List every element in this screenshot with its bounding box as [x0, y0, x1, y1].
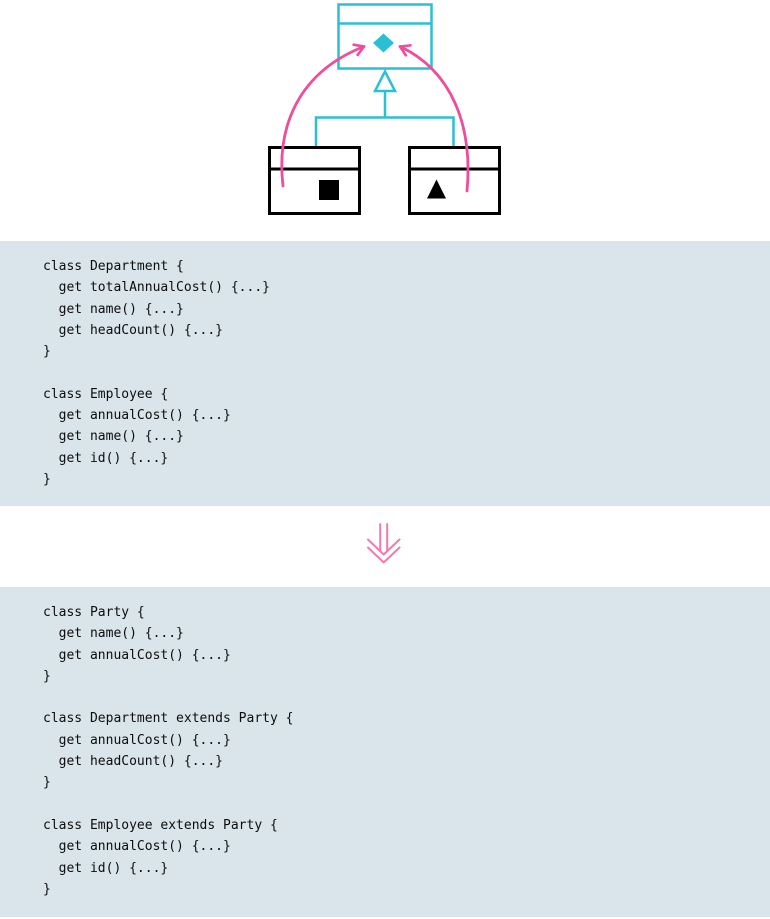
- left-subclass-box-frame: [268, 146, 361, 215]
- code-after: class Party { get name() {...} get annua…: [43, 605, 294, 897]
- code-after-panel: class Party { get name() {...} get annua…: [0, 587, 770, 917]
- inheritance-triangle-icon: [372, 68, 398, 93]
- superclass-box: [337, 3, 433, 70]
- right-subclass-box-frame: [408, 146, 501, 215]
- square-icon: [319, 180, 339, 200]
- triangle-icon: [427, 179, 446, 199]
- double-down-arrow-icon: [367, 523, 401, 564]
- code-before: class Department { get totalAnnualCost()…: [43, 259, 270, 487]
- arrow-chevron-lower: [367, 546, 401, 564]
- inheritance-connector: [314, 68, 455, 147]
- class-diagram: [268, 3, 501, 215]
- left-subclass-box: [268, 146, 361, 215]
- arrow-chevron-upper: [367, 538, 401, 556]
- right-subclass-box: [408, 146, 501, 215]
- inheritance-branch-lines: [314, 116, 455, 147]
- pull-up-arrow-left: [280, 43, 366, 188]
- code-before-panel: class Department { get totalAnnualCost()…: [0, 241, 770, 506]
- diamond-icon: [373, 33, 394, 53]
- pull-up-arrow-right: [398, 44, 470, 193]
